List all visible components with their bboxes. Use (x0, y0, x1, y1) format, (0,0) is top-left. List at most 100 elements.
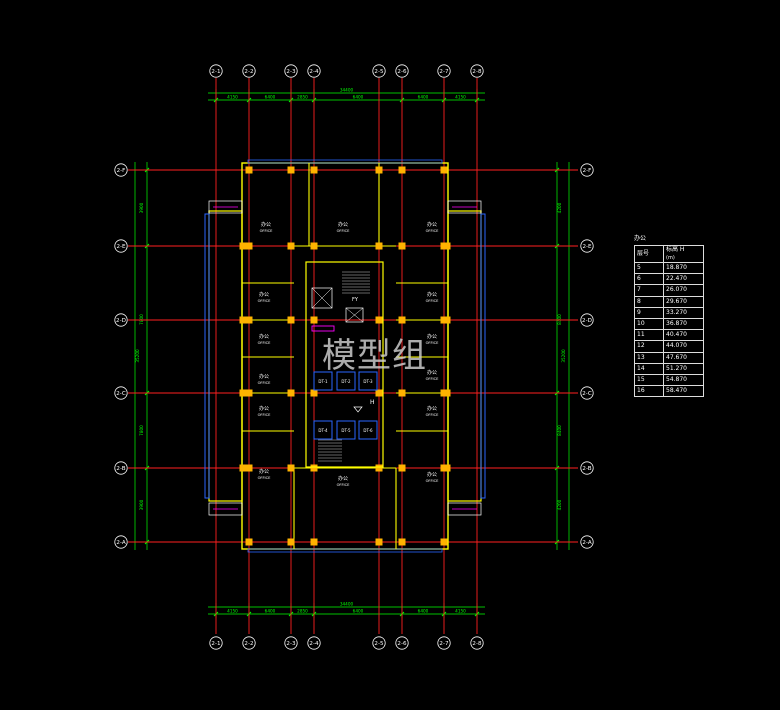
grid-bubble-bottom-1-label: 2-2 (244, 641, 253, 647)
structural-column-7-4 (443, 464, 451, 472)
level-table-header: 层号标高 H(m) (634, 245, 704, 263)
elevator-label-5: DT-6 (363, 428, 373, 433)
structural-column-3-3 (310, 389, 318, 397)
grid-bubble-right-5-circle (580, 535, 594, 549)
structural-column-3-5 (310, 538, 318, 546)
structural-column-7-1 (443, 242, 451, 250)
window-strip-south (247, 548, 443, 553)
grid-bubble-right-1-label: 2-E (582, 244, 592, 250)
elevator-car-4 (336, 420, 356, 440)
level-table-row-3-cell-0: 8 (634, 295, 664, 308)
structural-column-6-0 (440, 166, 448, 174)
grid-bubble-bottom-4-label: 2-5 (374, 641, 384, 647)
structural-column-3-4 (310, 464, 318, 472)
grid-bubble-bottom-7-label: 2-8 (472, 641, 482, 647)
structural-column-2-1 (287, 242, 295, 250)
structural-column-5-2 (398, 316, 406, 324)
grid-bubbles: 2-12-12-22-22-32-32-42-42-52-52-62-62-72… (114, 64, 594, 650)
level-table-row-8-cell-1: 47.670 (663, 351, 704, 364)
structural-column-0-4 (239, 464, 247, 472)
shaft-box-1 (311, 287, 333, 309)
dim-right-seg-0: 4200 (557, 202, 562, 213)
shaft-box-1-x-b (311, 287, 333, 309)
grid-bubble-bottom-6-circle (437, 636, 451, 650)
dim-top-seg-0: 4150 (227, 95, 238, 100)
grid-bubble-bottom-1-circle (242, 636, 256, 650)
room-name-en-13: OFFICE (426, 479, 440, 483)
room-name-0: 办公 (261, 221, 271, 228)
grid-bubble-bottom-0-circle (209, 636, 223, 650)
room-name-7: 办公 (259, 373, 269, 380)
structural-column-7-3 (443, 389, 451, 397)
grid-bubble-top-5-circle (395, 64, 409, 78)
grid-bubble-right-4-label: 2-B (582, 466, 591, 472)
level-table-header-cell-1: 标高 H(m) (663, 245, 704, 263)
room-name-4: 办公 (427, 291, 437, 298)
dim-top-seg-2: 2850 (297, 95, 308, 100)
dim-top-seg-1: 6400 (265, 95, 276, 100)
grid-bubble-left-0-label: 2-F (117, 168, 126, 174)
level-table-row-11-cell-0: 16 (634, 385, 664, 398)
dim-bottom-seg-5: 4150 (455, 609, 466, 614)
grid-bubble-top-3-circle (307, 64, 321, 78)
grid-bubble-left-2-circle (114, 313, 128, 327)
level-table-row-6-cell-0: 11 (634, 329, 664, 342)
elevator-label-0: DT-1 (318, 379, 328, 384)
dim-bottom-total: 34400 (340, 602, 354, 607)
room-name-en-8: OFFICE (426, 377, 440, 381)
structural-column-5-4 (398, 464, 406, 472)
level-table-row-5-cell-0: 10 (634, 317, 664, 331)
elevator-car-5 (358, 420, 378, 440)
level-table-header-cell-0: 层号 (634, 245, 664, 263)
room-name-8: 办公 (427, 369, 437, 376)
dim-bottom-seg-4: 6400 (418, 609, 429, 614)
structural-column-4-1 (375, 242, 383, 250)
elevator-label-1: DT-2 (341, 379, 351, 384)
structural-column-5-3 (398, 389, 406, 397)
room-name-en-7: OFFICE (258, 381, 272, 385)
level-table-row-3-cell-1: 29.670 (663, 295, 704, 308)
grid-bubble-top-1-circle (242, 64, 256, 78)
dim-top-seg-4: 6400 (418, 95, 429, 100)
room-name-en-5: OFFICE (258, 341, 272, 345)
window-strip-west (204, 213, 210, 499)
dim-bottom-seg-3: 6400 (353, 609, 364, 614)
room-name-1: 办公 (338, 221, 348, 228)
elevator-label-2: DT-3 (363, 379, 373, 384)
grid-bubble-top-6-circle (437, 64, 451, 78)
grid-bubble-left-4-label: 2-B (116, 466, 125, 472)
grid-bubble-right-1-circle (580, 239, 594, 253)
grid-bubble-bottom-3-label: 2-4 (309, 641, 319, 647)
grid-bubble-top-4-label: 2-5 (374, 69, 384, 75)
dim-left-total: 35200 (135, 349, 140, 363)
room-name-3: 办公 (259, 291, 269, 298)
structural-column-6-5 (440, 538, 448, 546)
grid-bubble-left-1-label: 2-E (116, 244, 126, 250)
corner-cabinet-1 (447, 200, 482, 214)
grid-bubble-right-2-circle (580, 313, 594, 327)
level-table-row-7-cell-0: 12 (634, 340, 664, 353)
grid-bubble-top-1-label: 2-2 (244, 69, 253, 75)
grid-bubble-bottom-6-label: 2-7 (439, 641, 449, 647)
level-table-row-5-cell-1: 36.870 (663, 317, 704, 331)
level-table-row-8-cell-0: 13 (634, 351, 664, 364)
structural-column-0-3 (239, 389, 247, 397)
level-table-row-1-cell-0: 6 (634, 273, 664, 286)
structural-column-1-2 (245, 316, 253, 324)
structural-column-1-1 (245, 242, 253, 250)
grid-bubble-left-0-circle (114, 163, 128, 177)
room-name-en-0: OFFICE (260, 229, 274, 233)
level-table-row-4-cell-1: 33.270 (663, 306, 704, 319)
